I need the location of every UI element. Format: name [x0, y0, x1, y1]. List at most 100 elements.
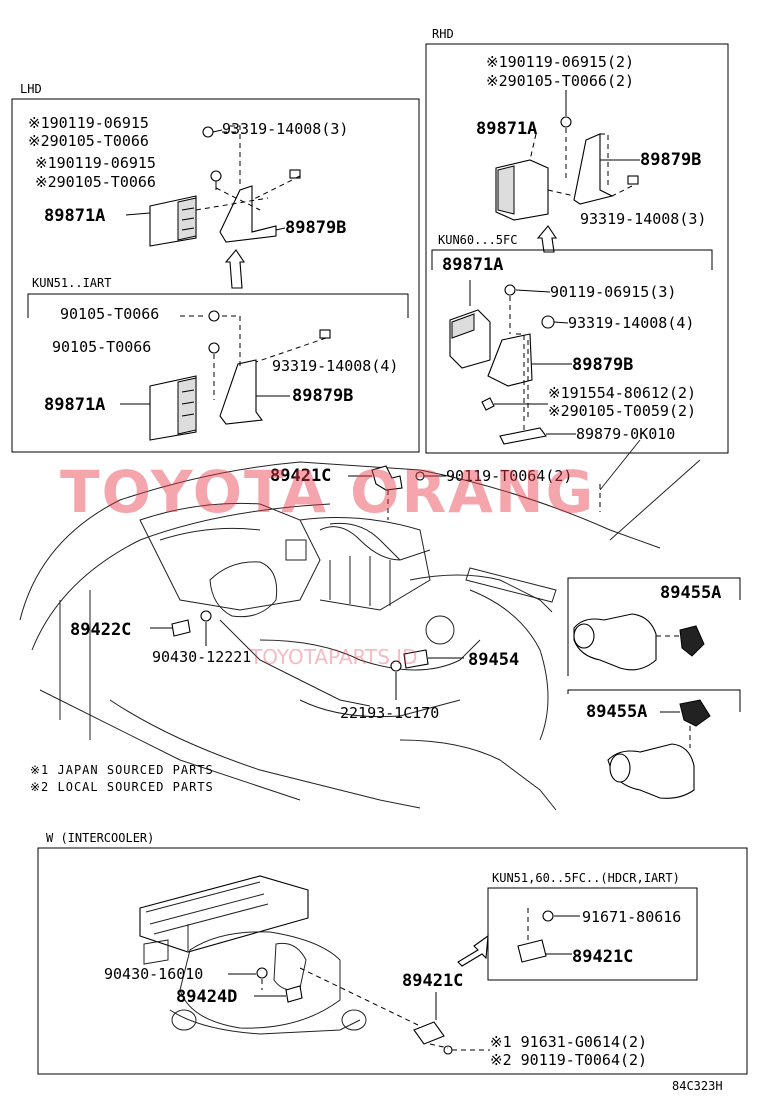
kun60-label-ecu[interactable]: 89871A — [442, 255, 503, 275]
sensor-icon — [403, 649, 429, 669]
engine-label-sensor-22c[interactable]: 89422C — [70, 620, 131, 640]
kun60-label-bolt[interactable]: 90119-06915(3) — [550, 283, 676, 301]
lhd-label-screw[interactable]: 93319-14008(3) — [222, 120, 348, 138]
kun60-label-bolt-2[interactable]: ※290105-T0059(2) — [548, 402, 696, 420]
sensor-89455a-upper: 89455A — [567, 577, 741, 676]
intercooler-title: W (INTERCOOLER) — [46, 831, 154, 845]
arrow-up-icon — [536, 225, 558, 253]
ecu-module-icon — [449, 280, 491, 369]
rhd-kun60-frame — [431, 249, 713, 270]
screw-icon — [319, 329, 331, 339]
lhd-title: LHD — [20, 82, 42, 96]
bracket-icon — [219, 359, 264, 425]
watermark: TOYOTA ORANG — [60, 458, 595, 526]
intercooler-frame — [37, 847, 748, 1075]
intercooler-icon — [139, 875, 367, 1035]
kun51-leader-lines — [180, 315, 327, 400]
engine-label-sensor-c[interactable]: 89421C — [270, 466, 331, 486]
watermark-sub: TOYOTAPARTS.ID — [249, 645, 418, 669]
sensor-icon — [371, 465, 403, 491]
bracket-icon — [573, 133, 614, 205]
sensor-icon — [171, 619, 191, 637]
bolt-icon — [560, 116, 572, 128]
gasket-icon — [256, 967, 268, 979]
rhd-label-ecu[interactable]: 89871A — [476, 119, 537, 139]
diagram-code: 84C323H — [672, 1079, 723, 1093]
note-japan-sourced: ※1 JAPAN SOURCED PARTS — [30, 763, 214, 777]
rhd-label-bolt-1[interactable]: ※190119-06915(2) — [486, 53, 634, 71]
bolt-icon — [443, 1045, 453, 1055]
intercooler-label-bolt-2[interactable]: ※2 90119-T0064(2) — [490, 1051, 647, 1069]
intercooler-leader-lines — [261, 967, 421, 1027]
intercooler-bolt-leader — [429, 1043, 490, 1051]
lhd-kun51-frame — [27, 293, 409, 318]
sensor-icon — [413, 1021, 445, 1045]
bolt-icon — [202, 126, 301, 190]
rhd-section: RHD ※190119-06915(2) ※290105-T0066(2) 89… — [425, 27, 729, 454]
intercooler-section: W (INTERCOOLER) 90430-16010 89424D 89421… — [37, 831, 748, 1075]
arrow-up-icon — [224, 249, 246, 289]
engine-label-ring[interactable]: 22193-1C170 — [340, 704, 439, 722]
intercooler-label-bolt-1[interactable]: ※1 91631-G0614(2) — [490, 1033, 647, 1051]
bracket-icon — [487, 333, 533, 387]
kun60-label-screw[interactable]: 93319-14008(4) — [568, 314, 694, 332]
rhd-label-screw[interactable]: 93319-14008(3) — [580, 210, 706, 228]
lhd-kun51-subsection: KUN51..IART 90105-T0066 90105-T0066 9331… — [27, 276, 409, 441]
rhd-leader-lines — [529, 128, 633, 197]
intercooler-sub-label-sensor[interactable]: 89421C — [572, 947, 633, 967]
rhd-kun60-title: KUN60...5FC — [438, 233, 517, 247]
engine-label-sensor-55a-1[interactable]: 89455A — [660, 583, 721, 603]
bolt-icon — [504, 284, 516, 296]
lhd-label-bolt-2[interactable]: ※290105-T0066 — [28, 132, 149, 150]
rhd-label-bracket[interactable]: 89879B — [640, 150, 701, 170]
sensor-icon — [285, 985, 303, 1003]
lhd-leader-lines — [195, 125, 301, 211]
ecu-module-icon — [125, 195, 197, 247]
clip-icon — [481, 397, 495, 411]
bracket-icon — [219, 185, 286, 243]
lhd-label-bolt-4[interactable]: ※290105-T0066 — [35, 173, 156, 191]
arrow-down-left-icon — [457, 934, 489, 967]
sensor-icon — [517, 939, 547, 963]
lhd-label-bolt-1[interactable]: ※190119-06915 — [28, 114, 149, 132]
rhd-kun60-subsection: KUN60...5FC 89871A 90119-06915(3) 93319-… — [431, 233, 713, 445]
engine-label-bolt[interactable]: 90119-T0064(2) — [446, 467, 572, 485]
engine-label-sensor-55a-2[interactable]: 89455A — [586, 702, 647, 722]
rhd-label-bolt-2[interactable]: ※290105-T0066(2) — [486, 72, 634, 90]
lhd-label-bolt-3[interactable]: ※190119-06915 — [35, 154, 156, 172]
intercooler-kun-subsection: KUN51,60..5FC..(HDCR,IART) 91671-80616 8… — [487, 871, 698, 981]
engine-bay-illustration — [19, 439, 701, 811]
note-local-sourced: ※2 LOCAL SOURCED PARTS — [30, 780, 214, 794]
kun60-label-clip[interactable]: ※191554-80612(2) — [548, 384, 696, 402]
lhd-section: LHD ※190119-06915 ※290105-T0066 93319-14… — [11, 82, 420, 453]
ecu-module-icon — [120, 375, 197, 441]
intercooler-sub-label-bolt[interactable]: 91671-80616 — [582, 908, 681, 926]
lhd-frame — [11, 98, 420, 453]
engine-label-gasket[interactable]: 90430-12221 — [152, 648, 251, 666]
ecu-module-icon — [495, 159, 549, 221]
lhd-kun51-title: KUN51..IART — [32, 276, 111, 290]
screw-icon — [627, 175, 639, 185]
rhd-title: RHD — [432, 27, 454, 41]
intercooler-label-gasket[interactable]: 90430-16010 — [104, 965, 203, 983]
sensor-89455a-lower: 89455A — [567, 689, 741, 799]
lhd-label-bracket[interactable]: 89879B — [285, 218, 346, 238]
kun51-label-bracket[interactable]: 89879B — [292, 386, 353, 406]
intercooler-sub-title: KUN51,60..5FC..(HDCR,IART) — [492, 871, 680, 885]
kun60-label-bracket-2[interactable]: 89879-0K010 — [576, 425, 675, 443]
kun51-label-ecu[interactable]: 89871A — [44, 395, 105, 415]
kun51-label-bolt-1[interactable]: 90105-T0066 — [60, 305, 159, 323]
screw-icon — [541, 315, 555, 329]
engine-label-sensor-54[interactable]: 89454 — [468, 650, 519, 670]
bolt-icon — [542, 910, 554, 922]
lhd-label-ecu[interactable]: 89871A — [44, 206, 105, 226]
bolt-icon — [208, 342, 220, 354]
bolt-icon — [208, 310, 220, 322]
intercooler-label-sensor-21c[interactable]: 89421C — [402, 971, 463, 991]
kun51-label-screw[interactable]: 93319-14008(4) — [272, 357, 398, 375]
intercooler-label-sensor-24d[interactable]: 89424D — [176, 987, 237, 1007]
bracket-icon — [499, 427, 547, 445]
kun60-label-bracket[interactable]: 89879B — [572, 355, 633, 375]
kun51-label-bolt-2[interactable]: 90105-T0066 — [52, 338, 151, 356]
